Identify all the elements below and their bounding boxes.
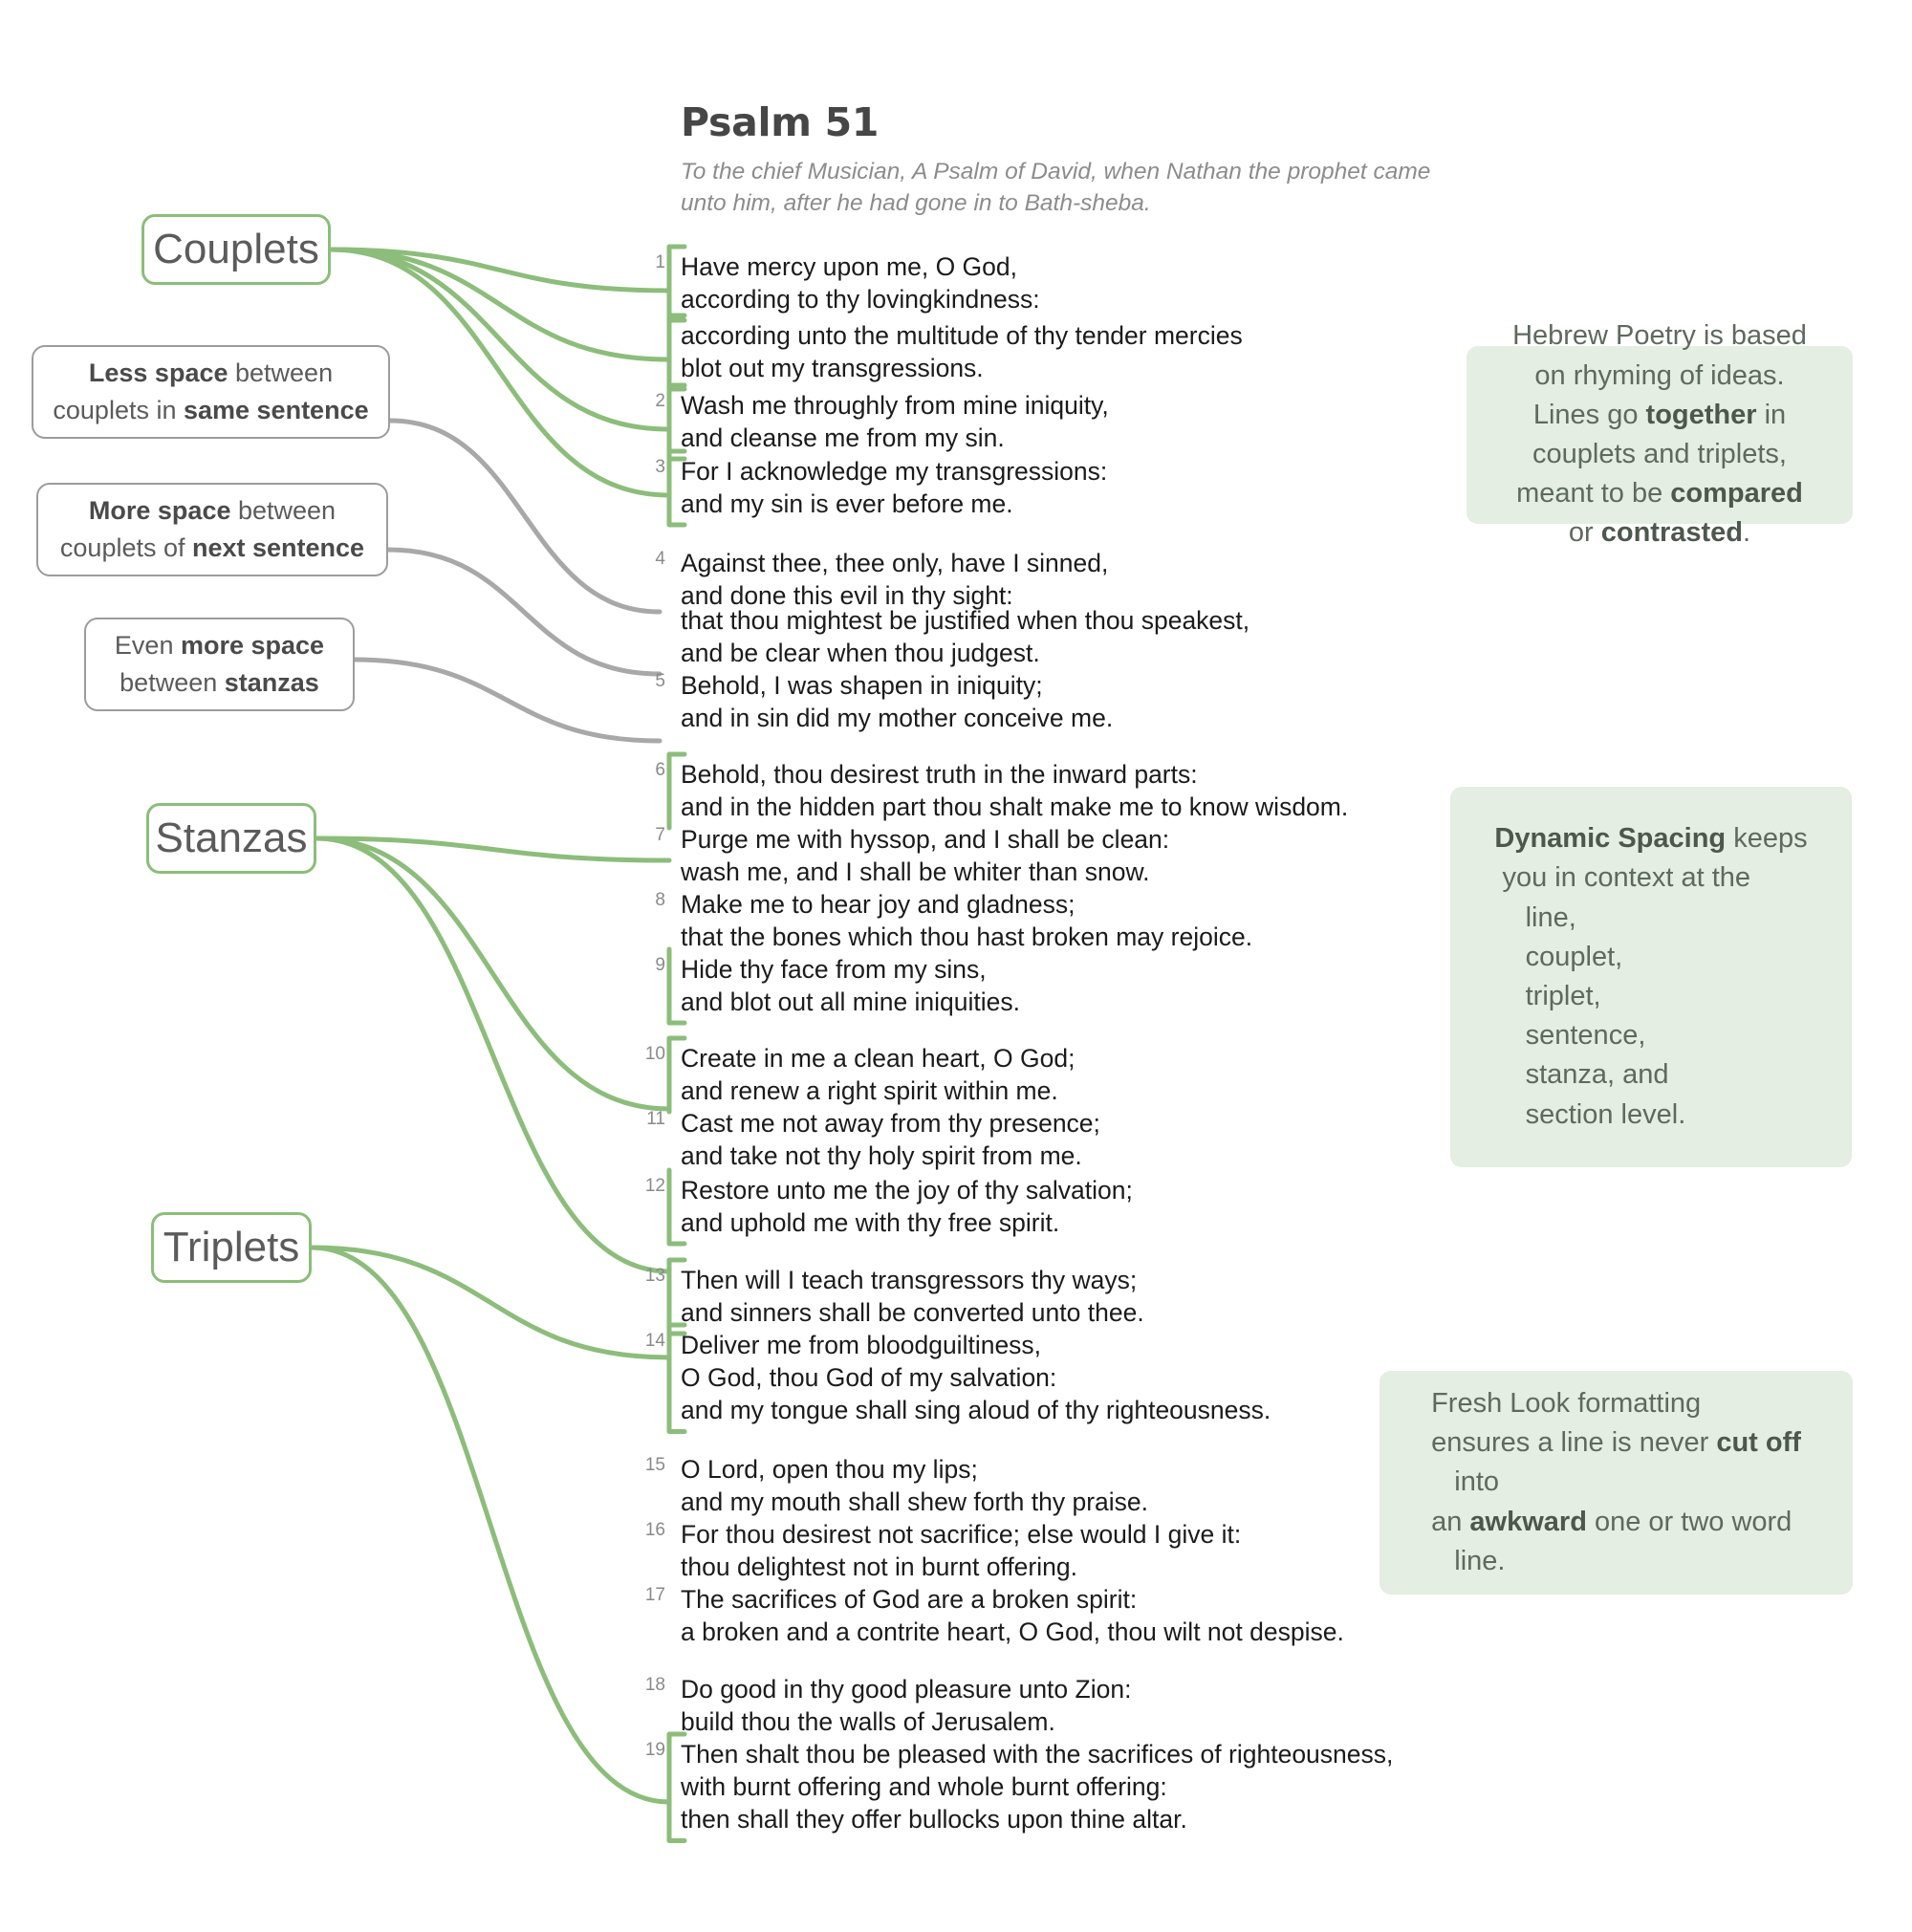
verse-row: 19 Then shalt thou be pleased with the sa… [631, 1738, 1394, 1835]
verse-number: 3 [655, 457, 665, 477]
verse-text: according unto the multitude of thy tend… [681, 321, 1243, 383]
verse-row: according unto the multitude of thy tend… [631, 319, 1243, 384]
verse-text: Purge me with hyssop, and I shall be cle… [681, 825, 1170, 887]
verse-number: 12 [644, 1176, 665, 1196]
verse-row: 14 Deliver me from bloodguiltiness, O God… [631, 1329, 1271, 1426]
callout-dynamic-spacing-text: Dynamic Spacing keeps you in context at … [1494, 823, 1808, 1130]
verse-text: Restore unto me the joy of thy salvation… [681, 1176, 1133, 1238]
verse-row: 16 For thou desirest not sacrifice; else … [631, 1518, 1241, 1583]
verse-text: that thou mightest be justified when tho… [681, 606, 1250, 668]
verse-number: 18 [644, 1675, 665, 1695]
verse-number: 19 [644, 1740, 665, 1760]
verse-text: O Lord, open thou my lips; and my mouth … [681, 1455, 1149, 1517]
verse-text: Against thee, thee only, have I sinned, … [681, 549, 1109, 611]
callout-dynamic-spacing: Dynamic Spacing keeps you in context at … [1450, 787, 1852, 1167]
verse-text: Create in me a clean heart, O God; and r… [681, 1044, 1076, 1106]
node-triplets-label: Triplets [163, 1224, 300, 1270]
node-couplets[interactable]: Couplets [141, 214, 331, 285]
verse-text: Do good in thy good pleasure unto Zion: … [681, 1675, 1132, 1737]
verse-row: 5 Behold, I was shapen in iniquity; and i… [631, 669, 1113, 734]
verse-row: 12 Restore unto me the joy of thy salvati… [631, 1174, 1133, 1239]
verse-text: Hide thy face from my sins, and blot out… [681, 955, 1021, 1017]
verse-text: Wash me throughly from mine iniquity, an… [681, 391, 1109, 453]
verse-row: that thou mightest be justified when tho… [631, 604, 1249, 669]
verse-number: 11 [646, 1109, 665, 1129]
verse-number: 9 [655, 955, 665, 975]
verse-row: 4 Against thee, thee only, have I sinned,… [631, 547, 1108, 612]
verse-row: 1 Have mercy upon me, O God, according to… [631, 250, 1040, 315]
verse-text: Cast me not away from thy presence; and … [681, 1109, 1100, 1171]
verse-row: 17 The sacrifices of God are a broken spi… [631, 1583, 1344, 1648]
verse-number: 10 [644, 1044, 665, 1064]
verse-row: 3 For I acknowledge my transgressions: an… [631, 455, 1107, 520]
verse-text: Then will I teach transgressors thy ways… [681, 1266, 1144, 1328]
verse-row: 6 Behold, thou desirest truth in the inwa… [631, 758, 1348, 823]
psalm-superscription: To the chief Musician, A Psalm of David,… [681, 159, 1431, 216]
verse-text: Make me to hear joy and gladness; that t… [681, 890, 1253, 952]
node-stanzas[interactable]: Stanzas [146, 803, 316, 874]
verse-number: 5 [655, 671, 665, 691]
verse-text: Have mercy upon me, O God, according to … [681, 252, 1040, 315]
verse-number: 2 [655, 391, 665, 411]
verse-row: 10 Create in me a clean heart, O God; and… [631, 1042, 1076, 1107]
verse-text: For I acknowledge my transgressions: and… [681, 457, 1108, 519]
node-couplets-label: Couplets [153, 226, 319, 272]
verse-number: 7 [655, 825, 665, 845]
verse-row: 13 Then will I teach transgressors thy wa… [631, 1264, 1144, 1329]
verse-number: 4 [655, 549, 665, 569]
verse-row: 11 Cast me not away from thy presence; an… [631, 1107, 1100, 1172]
node-stanzas-label: Stanzas [155, 814, 308, 861]
verse-row: 9 Hide thy face from my sins, and blot ou… [631, 953, 1020, 1018]
verse-text: Deliver me from bloodguiltiness, O God, … [681, 1331, 1271, 1425]
verse-row: 18 Do good in thy good pleasure unto Zion… [631, 1673, 1132, 1738]
verse-row: 7 Purge me with hyssop, and I shall be cl… [631, 823, 1169, 888]
psalm-heading: Psalm 51 To the chief Musician, A Psalm … [681, 99, 1474, 219]
verse-text: Behold, I was shapen in iniquity; and in… [681, 671, 1114, 733]
verse-text: The sacrifices of God are a broken spiri… [681, 1585, 1344, 1647]
verse-text: Behold, thou desirest truth in the inwar… [681, 760, 1349, 822]
node-triplets[interactable]: Triplets [151, 1212, 312, 1283]
verse-row: 8 Make me to hear joy and gladness; that … [631, 888, 1252, 953]
verse-number: 8 [655, 890, 665, 910]
verse-number: 14 [644, 1331, 665, 1351]
verse-number: 1 [655, 252, 665, 272]
verse-number: 16 [644, 1520, 665, 1540]
verse-row: 15 O Lord, open thou my lips; and my mout… [631, 1453, 1148, 1518]
page-title: Psalm 51 [681, 99, 880, 145]
verse-number: 6 [655, 760, 665, 780]
verse-text: For thou desirest not sacrifice; else wo… [681, 1520, 1242, 1582]
verse-number: 17 [644, 1585, 665, 1605]
verse-text: Then shalt thou be pleased with the sacr… [681, 1740, 1394, 1834]
verse-row: 2 Wash me throughly from mine iniquity, a… [631, 389, 1109, 454]
verse-number: 13 [644, 1266, 665, 1286]
verse-number: 15 [644, 1455, 665, 1475]
